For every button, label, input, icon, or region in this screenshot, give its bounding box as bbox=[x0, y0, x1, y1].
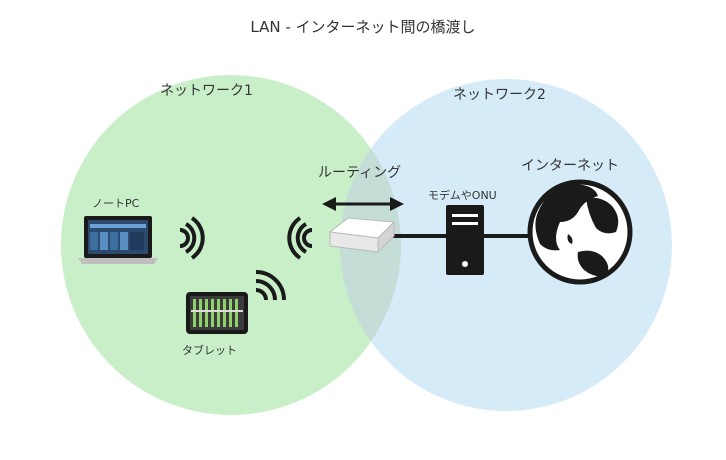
wifi-router-icon bbox=[287, 216, 313, 260]
laptop-icon bbox=[78, 216, 158, 264]
routing-arrow-icon bbox=[322, 197, 404, 211]
globe-icon bbox=[527, 179, 633, 285]
network2-label: ネットワーク2 bbox=[453, 87, 546, 103]
laptop-label: ノートPC bbox=[92, 197, 140, 210]
router-icon bbox=[328, 217, 396, 254]
modem-tower-icon bbox=[446, 205, 484, 275]
wifi-laptop-icon bbox=[179, 216, 205, 260]
wifi-tablet-icon bbox=[255, 270, 286, 301]
network1-label: ネットワーク1 bbox=[160, 83, 253, 99]
routing-label: ルーティング bbox=[318, 165, 402, 181]
tablet-icon bbox=[186, 292, 248, 334]
modem-label: モデムやONU bbox=[428, 189, 497, 202]
internet-label: インターネット bbox=[521, 158, 619, 174]
network1-circle bbox=[61, 75, 401, 415]
network2-circle bbox=[340, 79, 672, 411]
tablet-label: タブレット bbox=[182, 344, 237, 357]
diagram-title: LAN - インターネット間の橋渡し bbox=[250, 18, 476, 36]
